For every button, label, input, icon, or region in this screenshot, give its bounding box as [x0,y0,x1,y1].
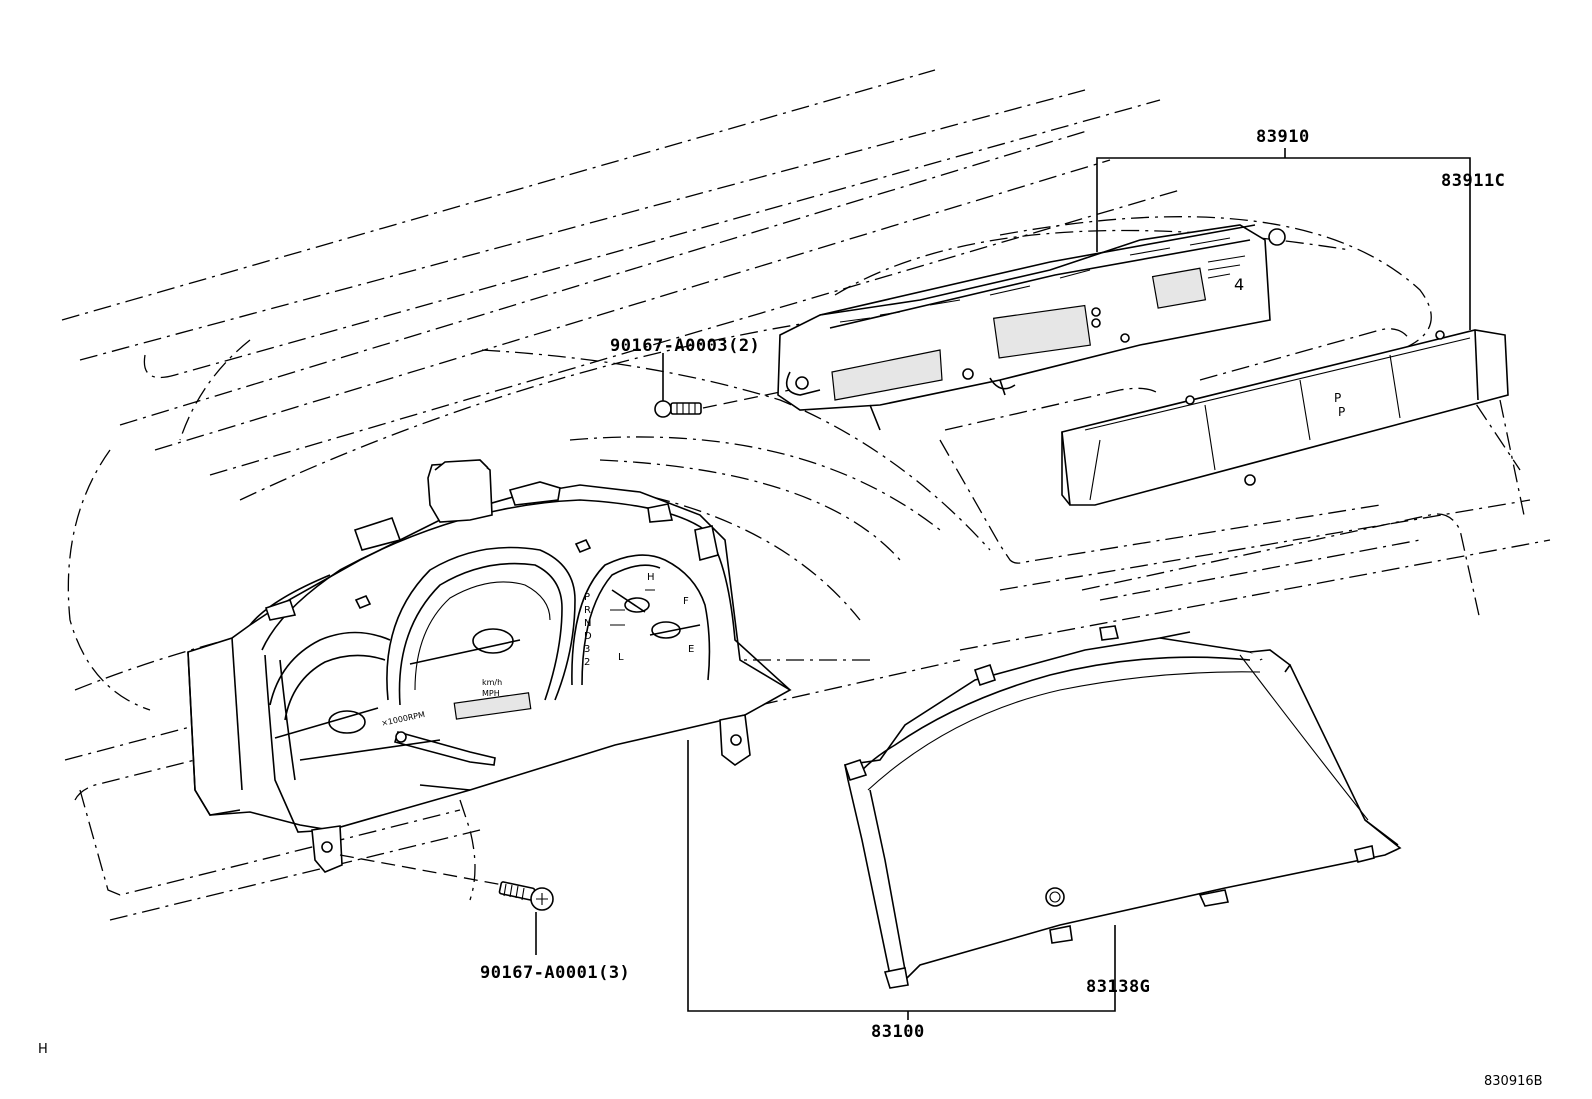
upper-meter-assembly: 4 [777,224,1286,431]
corner-mark: H [38,1042,48,1057]
svg-text:P: P [1338,405,1345,419]
lens-glass [843,625,1402,989]
svg-text:N: N [584,618,591,629]
leader-lines [687,148,1471,1020]
callout-90167-a0001: 90167-A0001(3) [480,963,631,983]
svg-text:P: P [584,592,590,603]
drawing-number: 830916B [1484,1074,1543,1089]
svg-text:H: H [647,572,655,583]
callout-83100: 83100 [871,1022,925,1042]
svg-text:4: 4 [1234,275,1244,294]
callout-83910: 83910 [1256,127,1310,147]
callout-83911c: 83911C [1441,171,1506,191]
svg-text:MPH: MPH [482,689,500,698]
svg-text:D: D [584,631,592,642]
svg-text:F: F [683,596,689,607]
combination-meter-assembly: ×1000RPM km/h MPH P R N D 3 2 L H F E [187,459,792,873]
screw-upper [654,353,791,418]
svg-text:E: E [688,644,694,655]
callout-83138g: 83138G [1086,977,1151,997]
callout-90167-a0003: 90167-A0003(2) [610,336,761,356]
svg-text:L: L [618,652,624,663]
glass-sub-assembly: P P [1061,329,1509,506]
screw-lower [339,854,554,955]
svg-text:km/h: km/h [482,678,502,687]
svg-text:R: R [584,605,591,616]
svg-text:2: 2 [584,657,590,668]
svg-text:P: P [1334,391,1341,405]
svg-text:3: 3 [584,644,590,655]
